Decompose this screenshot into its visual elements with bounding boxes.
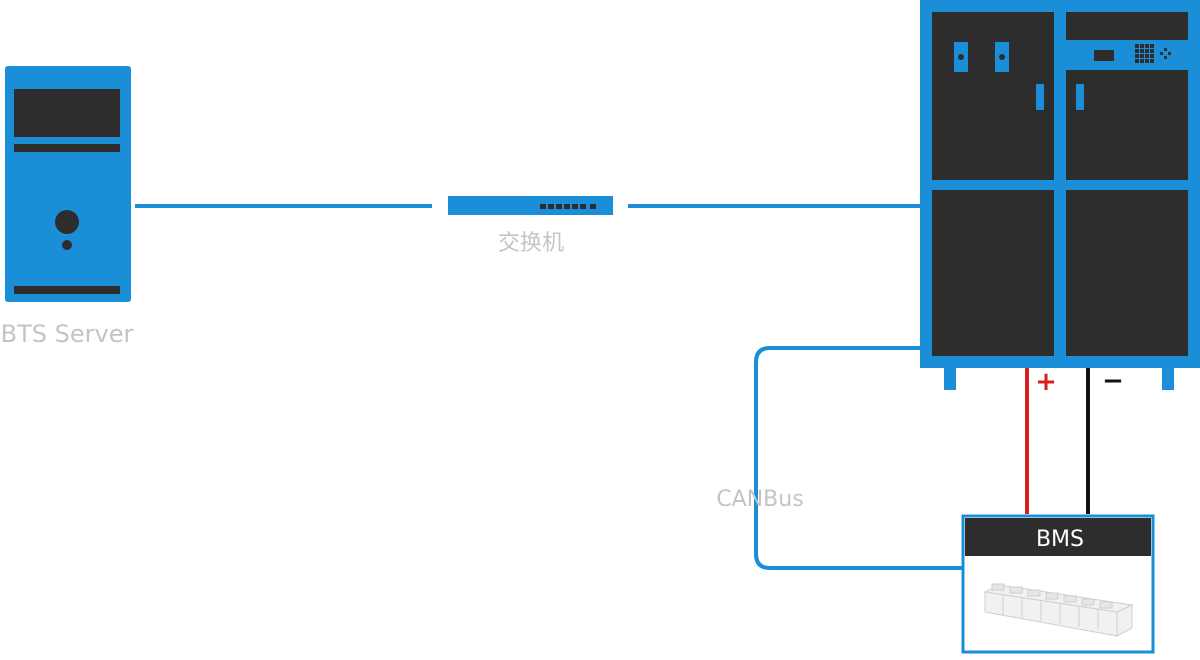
- test-cabinet-icon: [920, 0, 1200, 390]
- negative-terminal-label: −: [1102, 366, 1124, 396]
- switch-label: 交换机: [498, 231, 564, 256]
- server-icon: [5, 66, 131, 302]
- dpad-icon: [1160, 48, 1171, 59]
- switch-icon: [448, 196, 613, 215]
- battery-pack-icon: [983, 583, 1134, 637]
- server-label: BTS Server: [1, 320, 134, 348]
- positive-terminal-label: +: [1035, 367, 1057, 397]
- bms-label: BMS: [1036, 527, 1084, 552]
- canbus-link: [754, 346, 962, 570]
- keypad-icon: [1135, 44, 1154, 63]
- canbus-label: CANBus: [716, 487, 803, 512]
